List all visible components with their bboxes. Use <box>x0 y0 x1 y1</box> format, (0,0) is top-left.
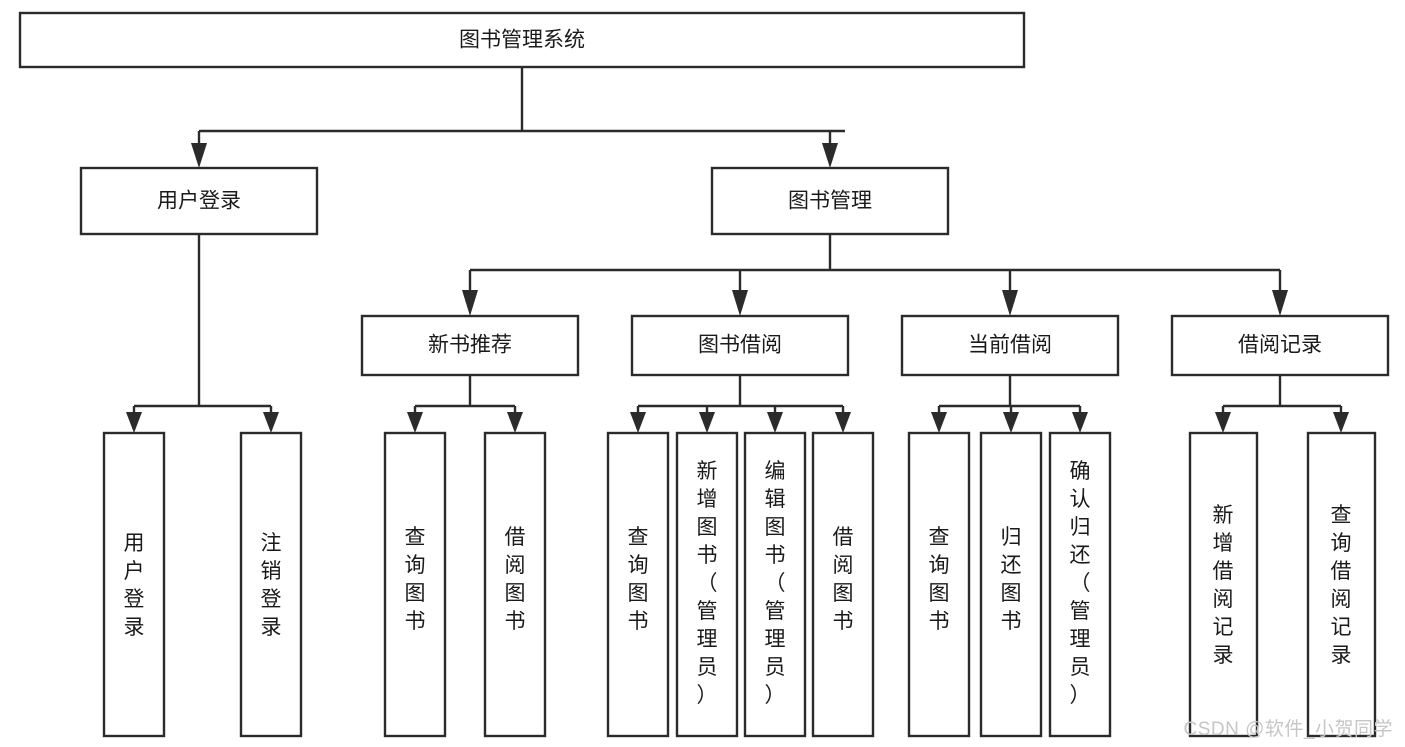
node-leaf-edit-book[interactable]: 编辑图书（管理员） <box>743 431 807 738</box>
arrowhead-leaf-add-book <box>699 412 715 433</box>
node-leaf-query-book-1[interactable]: 查询图书 <box>383 431 447 738</box>
node-records-box[interactable] <box>1170 314 1390 377</box>
arrowhead-current <box>1002 290 1018 316</box>
connector-group-records-to-leaves <box>1215 375 1349 433</box>
arrowhead-leaf-confirm-return <box>1072 412 1088 433</box>
arrowhead-leaf-return-book <box>1003 412 1019 433</box>
node-leaf-return-book-label: 归还图书 <box>1001 526 1022 633</box>
connector-group-bookmgmt-to-level3 <box>462 234 1288 316</box>
node-leaf-confirm-return-box[interactable] <box>1048 431 1112 738</box>
node-leaf-query-book-3[interactable]: 查询图书 <box>907 431 971 738</box>
node-leaf-edit-book-label: 编辑图书（管理员） <box>765 460 786 707</box>
arrowhead-leaf-query-record <box>1333 412 1349 433</box>
node-leaf-add-book-label: 新增图书（管理员） <box>697 460 718 707</box>
node-leaf-borrow-book-2-box[interactable] <box>811 431 875 738</box>
node-leaf-borrow-book-1-label: 借阅图书 <box>505 526 526 633</box>
node-leaf-user-logout-box[interactable] <box>239 431 303 738</box>
node-newbook-label: 新书推荐 <box>428 334 512 357</box>
node-login-box[interactable] <box>79 166 319 236</box>
node-newbook[interactable]: 新书推荐 <box>360 314 580 377</box>
node-leaf-add-book[interactable]: 新增图书（管理员） <box>675 431 739 738</box>
node-leaf-add-book-box[interactable] <box>675 431 739 738</box>
node-newbook-box[interactable] <box>360 314 580 377</box>
node-borrow-label: 图书借阅 <box>698 334 782 357</box>
node-leaf-query-book-1-box[interactable] <box>383 431 447 738</box>
node-leaf-edit-book-box[interactable] <box>743 431 807 738</box>
node-login[interactable]: 用户登录 <box>79 166 319 236</box>
node-leaf-borrow-book-1[interactable]: 借阅图书 <box>483 431 547 738</box>
node-leaf-add-record[interactable]: 新增借阅记录 <box>1188 431 1259 738</box>
node-leaf-add-record-box[interactable] <box>1188 431 1259 738</box>
node-leaf-query-record-label: 查询借阅记录 <box>1331 504 1352 667</box>
node-current-box[interactable] <box>900 314 1120 377</box>
leaf-nodes-group: 用户登录 注销登录 查询图书 借阅图书 查询图书 新增图书（管理员） <box>102 431 1377 738</box>
arrowhead-login <box>191 143 207 168</box>
arrowhead-newbook <box>462 290 478 316</box>
node-root-label: 图书管理系统 <box>459 29 585 52</box>
node-leaf-user-login[interactable]: 用户登录 <box>102 431 166 738</box>
connector-group-login-to-leaves <box>126 234 279 433</box>
connector-group-newbook-to-leaves <box>407 375 523 433</box>
node-records-label: 借阅记录 <box>1238 334 1322 357</box>
node-current-label: 当前借阅 <box>968 334 1052 357</box>
arrowhead-leaf-edit-book <box>767 412 783 433</box>
node-root[interactable]: 图书管理系统 <box>18 11 1026 69</box>
arrowhead-records <box>1272 290 1288 316</box>
node-current[interactable]: 当前借阅 <box>900 314 1120 377</box>
node-leaf-return-book[interactable]: 归还图书 <box>979 431 1043 738</box>
node-leaf-user-logout[interactable]: 注销登录 <box>239 431 303 738</box>
node-leaf-query-book-2-label: 查询图书 <box>628 526 649 633</box>
node-leaf-confirm-return-label: 确认归还（管理员） <box>1070 460 1091 707</box>
node-leaf-query-book-3-label: 查询图书 <box>929 526 950 633</box>
node-borrow-box[interactable] <box>630 314 850 377</box>
node-leaf-return-book-box[interactable] <box>979 431 1043 738</box>
node-login-label: 用户登录 <box>157 190 241 213</box>
arrowhead-leaf-query-book-1 <box>407 412 423 433</box>
node-leaf-confirm-return[interactable]: 确认归还（管理员） <box>1048 431 1112 738</box>
node-bookmgmt-box[interactable] <box>710 166 950 236</box>
node-leaf-query-book-2-box[interactable] <box>606 431 670 738</box>
node-bookmgmt[interactable]: 图书管理 <box>710 166 950 236</box>
arrowhead-bookmgmt <box>822 143 838 168</box>
node-leaf-query-record[interactable]: 查询借阅记录 <box>1306 431 1377 738</box>
node-leaf-add-record-label: 新增借阅记录 <box>1213 504 1234 667</box>
node-borrow[interactable]: 图书借阅 <box>630 314 850 377</box>
node-leaf-user-login-box[interactable] <box>102 431 166 738</box>
node-leaf-query-book-2[interactable]: 查询图书 <box>606 431 670 738</box>
node-leaf-borrow-book-2[interactable]: 借阅图书 <box>811 431 875 738</box>
node-leaf-query-book-1-label: 查询图书 <box>405 526 426 633</box>
arrowhead-leaf-query-book-2 <box>630 412 646 433</box>
node-leaf-borrow-book-2-label: 借阅图书 <box>833 526 854 633</box>
arrowhead-leaf-borrow-book-1 <box>507 412 523 433</box>
arrowhead-leaf-user-login <box>126 412 142 433</box>
arrowhead-borrow <box>732 290 748 316</box>
arrowhead-leaf-borrow-book-2 <box>835 412 851 433</box>
node-leaf-query-book-3-box[interactable] <box>907 431 971 738</box>
arrowhead-leaf-user-logout <box>263 412 279 433</box>
connector-group-root-to-level2 <box>191 67 845 168</box>
node-leaf-query-record-box[interactable] <box>1306 431 1377 738</box>
node-leaf-user-login-label: 用户登录 <box>124 532 145 639</box>
node-root-box[interactable] <box>18 11 1026 69</box>
node-records[interactable]: 借阅记录 <box>1170 314 1390 377</box>
node-bookmgmt-label: 图书管理 <box>788 190 872 213</box>
arrowhead-leaf-query-book-3 <box>931 412 947 433</box>
node-leaf-borrow-book-1-box[interactable] <box>483 431 547 738</box>
connector-group-current-to-leaves <box>931 375 1088 433</box>
arrowhead-leaf-add-record <box>1215 412 1231 433</box>
connector-group-borrow-to-leaves <box>630 375 851 433</box>
node-leaf-user-logout-label: 注销登录 <box>261 532 282 639</box>
